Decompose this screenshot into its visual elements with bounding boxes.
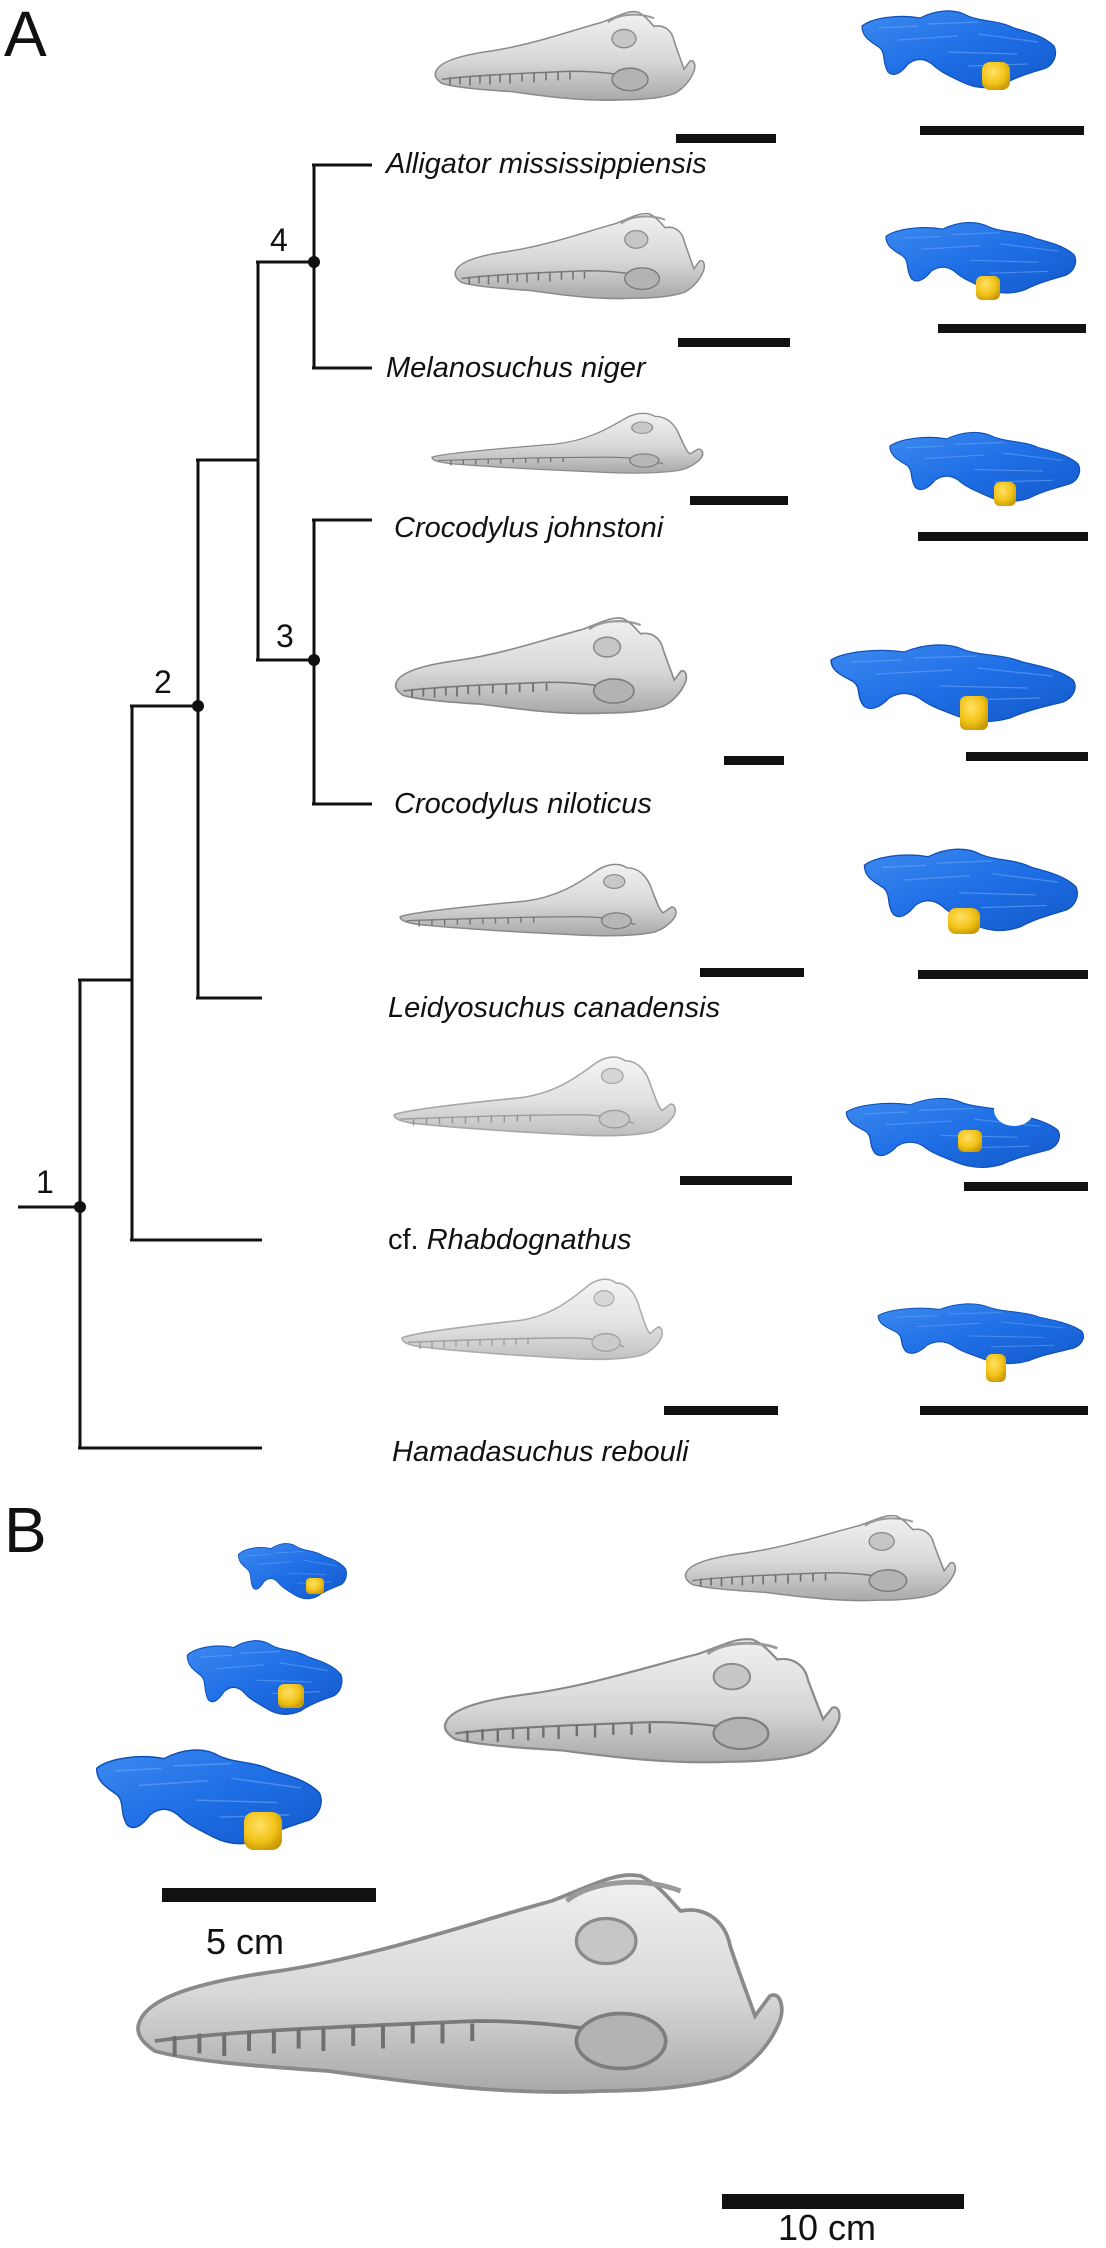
scale-bar-cavity-rhabdognathus (964, 1182, 1088, 1191)
scale-bar-skull-hamadasuchus (664, 1406, 778, 1415)
skull-growth-medium (443, 1637, 841, 1764)
skull-johnstoni (431, 412, 704, 474)
scale-bar-cavity-melanosuchus (938, 324, 1086, 333)
cavity-hamadasuchus (877, 1303, 1085, 1365)
scale-bar-cavity-leidyosuchus (918, 970, 1088, 979)
skull-growth-large (138, 1875, 782, 2092)
scale-label-5cm: 5 cm (206, 1921, 285, 1962)
skull-leidyosuchus (399, 863, 677, 937)
cavity-growth-medium (186, 1640, 343, 1715)
cavity-opening-rhabdognathus (994, 1094, 1034, 1126)
taxon-label-name: Rhabdognathus (426, 1224, 632, 1256)
inclusion-growth-large (244, 1812, 282, 1850)
inclusion-hamadasuchus (986, 1354, 1006, 1382)
skull-melanosuchus (454, 212, 706, 300)
taxon-label-melanosuchus: Melanosuchus niger (386, 352, 646, 384)
skull-alligator (434, 10, 696, 102)
taxon-label-prefix: cf. (388, 1224, 419, 1256)
inclusion-growth-small (306, 1578, 324, 1594)
inclusion-growth-medium (278, 1684, 304, 1708)
cavity-niloticus (830, 644, 1076, 723)
skull-hamadasuchus (401, 1278, 664, 1361)
node-dot-2 (192, 700, 204, 712)
inclusion-niloticus (960, 696, 988, 730)
scale-bar-cavity-alligator (920, 126, 1084, 135)
inclusion-melanosuchus (976, 276, 1000, 300)
inclusion-johnstoni (994, 482, 1016, 506)
taxon-label-rhabdognathus: cf. Rhabdognathus (388, 1226, 631, 1255)
panel-a-letter: A (4, 0, 47, 70)
node-label-3: 3 (276, 618, 294, 654)
skull-niloticus (394, 616, 688, 715)
scale-bar-skull-rhabdognathus (680, 1176, 792, 1185)
node-dot-1 (74, 1201, 86, 1213)
node-label-2: 2 (154, 664, 172, 700)
scale-bar-cavity-niloticus (966, 752, 1088, 761)
scale-bar-skull-johnstoni (690, 496, 788, 505)
scale-bar-skull-niloticus (724, 756, 784, 765)
taxon-label-hamadasuchus: Hamadasuchus rebouli (392, 1436, 689, 1468)
node-dot-3 (308, 654, 320, 666)
node-dots (74, 256, 320, 1213)
scale-bar-skull-leidyosuchus (700, 968, 804, 977)
scale-bar-5cm (162, 1888, 376, 1902)
cavity-growth-small (237, 1543, 348, 1600)
scale-bar-skull-melanosuchus (678, 338, 790, 347)
panel-b-letter: B (4, 1494, 47, 1566)
taxon-label-johnstoni: Crocodylus johnstoni (394, 512, 664, 544)
skull-rhabdognathus (393, 1056, 676, 1137)
taxon-label-niloticus: Crocodylus niloticus (394, 788, 652, 820)
cladogram-branches (18, 163, 372, 1450)
inclusion-rhabdognathus (958, 1130, 982, 1152)
cavity-johnstoni (889, 431, 1081, 503)
scale-bar-cavity-hamadasuchus (920, 1406, 1088, 1415)
taxon-label-leidyosuchus: Leidyosuchus canadensis (388, 992, 721, 1024)
cavity-alligator (861, 10, 1057, 89)
node-dot-4 (308, 256, 320, 268)
scale-bar-10cm (722, 2194, 964, 2209)
scale-bar-skull-alligator (676, 134, 776, 143)
cavity-growth-large (95, 1749, 322, 1845)
taxon-label-alligator: Alligator mississippiensis (386, 148, 707, 180)
scale-label-10cm: 10 cm (778, 2207, 877, 2248)
scale-bar-cavity-johnstoni (918, 532, 1088, 541)
skull-growth-small (684, 1514, 957, 1602)
node-label-4: 4 (270, 222, 288, 258)
cladogram (18, 163, 372, 1450)
node-label-1: 1 (36, 1164, 54, 1200)
inclusion-alligator (982, 62, 1010, 90)
inclusion-leidyosuchus (948, 908, 980, 934)
